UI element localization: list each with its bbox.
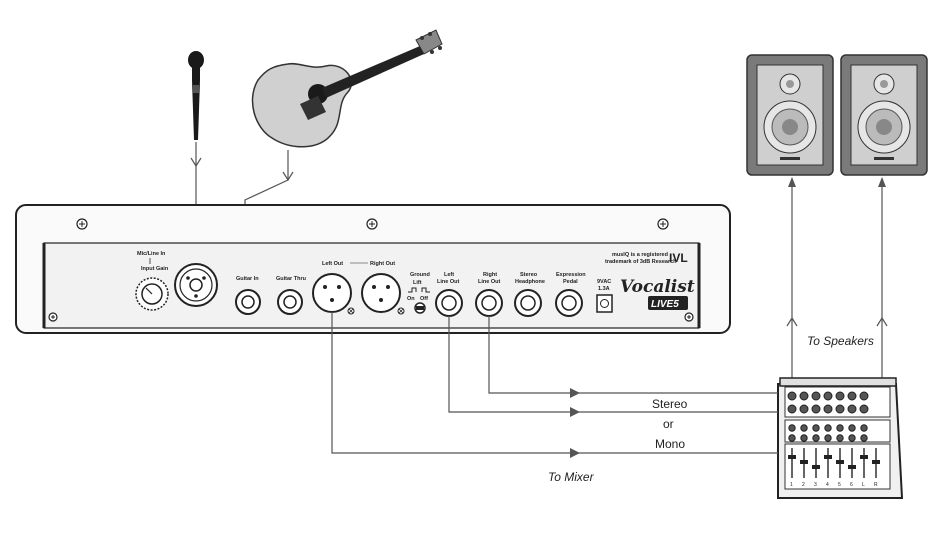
xlr-screw-icon xyxy=(397,307,405,315)
guitar-thru-label: Guitar Thru xyxy=(276,276,306,282)
mixer-knob xyxy=(836,424,844,432)
mixer-knob xyxy=(859,391,869,401)
expression-pedal-label-2: Pedal xyxy=(563,279,578,285)
live5-model-logo: LIVE5 xyxy=(651,299,679,310)
mixer-knob xyxy=(835,391,845,401)
mixer-channel-label: R xyxy=(874,482,878,488)
expression-pedal-label-1: Expression xyxy=(556,272,586,278)
power-jack[interactable] xyxy=(596,294,613,313)
mixer-knob xyxy=(787,404,797,414)
mixer-knob xyxy=(799,404,809,414)
guitar-in-label: Guitar In xyxy=(236,276,259,282)
mixer-knob xyxy=(788,424,796,432)
ground-lift-switch[interactable] xyxy=(414,302,426,314)
mixer-channel-label: 1 xyxy=(790,482,793,488)
mixer-knob xyxy=(800,434,808,442)
speaker-right-icon xyxy=(840,54,928,176)
headphone-jack[interactable] xyxy=(514,289,542,317)
mixer-knob xyxy=(812,434,820,442)
mixer-channel-label: L xyxy=(862,482,865,488)
left-line-out-label-2: Line Out xyxy=(437,279,459,285)
right-line-out-cable xyxy=(488,316,778,394)
mixer-fader-cap xyxy=(812,465,820,469)
right-line-out-jack[interactable] xyxy=(475,289,503,317)
mixer-knob xyxy=(787,391,797,401)
expression-pedal-jack[interactable] xyxy=(555,289,583,317)
off-label: Off xyxy=(420,296,428,302)
or-label: or xyxy=(663,417,674,431)
guitar-in-jack[interactable] xyxy=(235,289,261,315)
left-xlr-out-cable xyxy=(331,312,778,454)
mixer-knob xyxy=(824,424,832,432)
mixer-knob xyxy=(823,404,833,414)
mixer-knob xyxy=(836,434,844,442)
left-line-out-jack[interactable] xyxy=(435,289,463,317)
trademark-line-2: trademark of 3dB Research xyxy=(605,259,677,265)
mixer-knob xyxy=(847,404,857,414)
input-gain-label: Input Gain xyxy=(141,266,169,272)
mixer-knob xyxy=(835,404,845,414)
mixer-fader-cap xyxy=(824,455,832,459)
microphone-icon xyxy=(188,51,204,140)
mixer-fader-cap xyxy=(872,460,880,464)
stereo-label: Stereo xyxy=(652,397,688,411)
live5-badge xyxy=(648,296,688,310)
mixer-knob xyxy=(860,424,868,432)
ground-label: Ground xyxy=(410,272,430,278)
mic-line-combo-jack[interactable] xyxy=(174,263,218,307)
on-label: On xyxy=(407,296,415,302)
mixer-knob xyxy=(812,424,820,432)
right-line-out-label-1: Right xyxy=(483,272,497,278)
panel-screws xyxy=(48,218,694,322)
mixer-knob xyxy=(848,434,856,442)
left-out-label: Left Out xyxy=(322,261,343,267)
mixer-channel-label: 4 xyxy=(826,482,829,488)
vocalist-brand-logo: Vocalist xyxy=(620,277,695,297)
power-label-1: 9VAC xyxy=(597,279,611,285)
mixer-channel-label: 5 xyxy=(838,482,841,488)
mixer-fader-cap xyxy=(860,455,868,459)
trademark-line-1: musIQ is a registered xyxy=(612,252,668,258)
mixer-fader-cap xyxy=(836,460,844,464)
left-line-out-label-1: Left xyxy=(444,272,454,278)
mixer-fader-cap xyxy=(848,465,856,469)
mixer-fader-cap xyxy=(788,455,796,459)
speaker-left-icon xyxy=(746,54,834,176)
stereo-headphone-label-2: Headphone xyxy=(515,279,545,285)
mic-line-in-label: Mic/Line In xyxy=(137,251,166,257)
mixer-knob xyxy=(799,391,809,401)
power-label-2: 1.3A xyxy=(598,286,610,292)
right-line-out-label-2: Line Out xyxy=(478,279,500,285)
lift-label: Lift xyxy=(413,280,422,286)
right-out-label: Right Out xyxy=(370,261,395,267)
mixer-channel-label: 3 xyxy=(814,482,817,488)
left-out-xlr-jack[interactable] xyxy=(312,273,352,313)
mixer-knob xyxy=(859,404,869,414)
stereo-headphone-label-1: Stereo xyxy=(520,272,538,278)
guitar-thru-jack[interactable] xyxy=(277,289,303,315)
mixer-knob xyxy=(848,424,856,432)
mixer-knob xyxy=(860,434,868,442)
mixer-knob xyxy=(824,434,832,442)
mixer-channel-label: 2 xyxy=(802,482,805,488)
xlr-screw-icon xyxy=(347,307,355,315)
input-gain-knob[interactable] xyxy=(135,277,169,311)
mixer-knob xyxy=(811,391,821,401)
mixer-channel-label: 6 xyxy=(850,482,853,488)
left-line-out-cable xyxy=(448,316,778,413)
mixer-knob xyxy=(811,404,821,414)
mixer-knob xyxy=(788,434,796,442)
mixer-knob xyxy=(823,391,833,401)
ivl-logo: IVL xyxy=(669,251,688,265)
mixer-fader-cap xyxy=(800,460,808,464)
to-mixer-label: To Mixer xyxy=(548,470,595,484)
acoustic-guitar-icon xyxy=(251,29,443,148)
right-out-xlr-jack[interactable] xyxy=(361,273,401,313)
mono-label: Mono xyxy=(655,437,685,451)
to-speakers-label: To Speakers xyxy=(807,334,874,348)
mixer-knob xyxy=(800,424,808,432)
mixer-knob xyxy=(847,391,857,401)
